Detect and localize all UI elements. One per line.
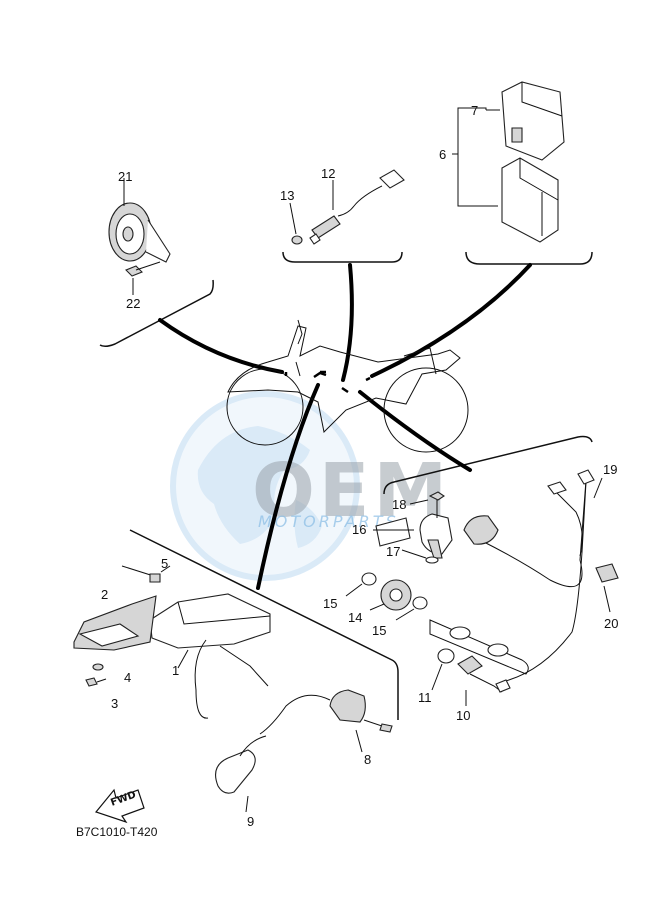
callout-17: 17 xyxy=(386,544,400,559)
cable-tie-part xyxy=(121,565,171,583)
callout-6: 6 xyxy=(439,147,446,162)
globe-logo xyxy=(170,391,360,581)
wire-sensor-part xyxy=(309,169,405,245)
ignition-cover-part xyxy=(149,593,271,719)
callout-16: 16 xyxy=(352,522,366,537)
washer-15-left-part xyxy=(345,572,377,597)
screw-part xyxy=(85,677,107,687)
callout-15-right: 15 xyxy=(372,623,386,638)
callout-10: 10 xyxy=(456,708,470,723)
watermark-title: OEM xyxy=(252,448,451,534)
gasket-11-part xyxy=(431,648,455,691)
oil-sensor-10-part xyxy=(457,655,511,706)
ecu-leader-lines xyxy=(452,107,500,207)
sensor-16-part xyxy=(373,513,453,559)
callout-21: 21 xyxy=(118,169,132,184)
callout-11: 11 xyxy=(418,690,432,705)
wire-harness-19-part xyxy=(463,469,603,683)
callout-19: 19 xyxy=(603,462,617,477)
callout-13: 13 xyxy=(280,188,294,203)
front-wheel xyxy=(226,368,304,446)
cover-bracket-part xyxy=(73,595,157,651)
grommet-part xyxy=(92,663,104,671)
engine-group-bracket xyxy=(383,435,593,495)
spark-plug-cap-part xyxy=(215,735,267,813)
callout-15-left: 15 xyxy=(323,596,337,611)
camshaft-part xyxy=(429,619,529,675)
connector-20-part xyxy=(595,563,619,613)
ecu-unit-part xyxy=(501,157,559,243)
watermark-subtitle: MOTORPARTS xyxy=(258,512,399,531)
watermark: OEM MOTORPARTS xyxy=(170,391,451,581)
ecu-cover-part xyxy=(501,81,565,161)
diagram-code: B7C1010-T420 xyxy=(76,825,158,839)
ignition-group-bracket xyxy=(129,529,399,720)
washer-part xyxy=(289,202,303,245)
callout-8: 8 xyxy=(364,752,371,767)
bolt-18-part xyxy=(409,491,445,518)
ignition-coil-part xyxy=(259,689,393,753)
rear-wheel xyxy=(383,367,469,453)
callout-20: 20 xyxy=(604,616,618,631)
callout-12: 12 xyxy=(321,166,335,181)
horn-part xyxy=(108,178,171,263)
callout-1: 1 xyxy=(172,663,179,678)
gear-14-part xyxy=(369,579,412,611)
horn-bolt-part xyxy=(125,261,161,295)
o-ring-17-part xyxy=(401,549,439,564)
callout-22: 22 xyxy=(126,296,140,311)
sensor-group-bracket xyxy=(282,251,403,263)
fwd-arrow-icon: FWD xyxy=(94,788,145,824)
callout-4: 4 xyxy=(124,670,131,685)
ecu-group-bracket xyxy=(465,251,593,265)
washer-15-right-part xyxy=(395,596,428,621)
callout-3: 3 xyxy=(111,696,118,711)
callout-7: 7 xyxy=(471,103,478,118)
callout-18: 18 xyxy=(392,497,406,512)
callout-9: 9 xyxy=(247,814,254,829)
callout-5: 5 xyxy=(161,556,168,571)
motorcycle-outline xyxy=(226,319,469,453)
callout-2: 2 xyxy=(101,587,108,602)
callout-labels: 1 2 3 4 5 6 7 8 9 10 11 12 13 14 15 15 1… xyxy=(101,103,618,829)
horn-group-bracket xyxy=(99,279,214,348)
callout-14: 14 xyxy=(348,610,362,625)
